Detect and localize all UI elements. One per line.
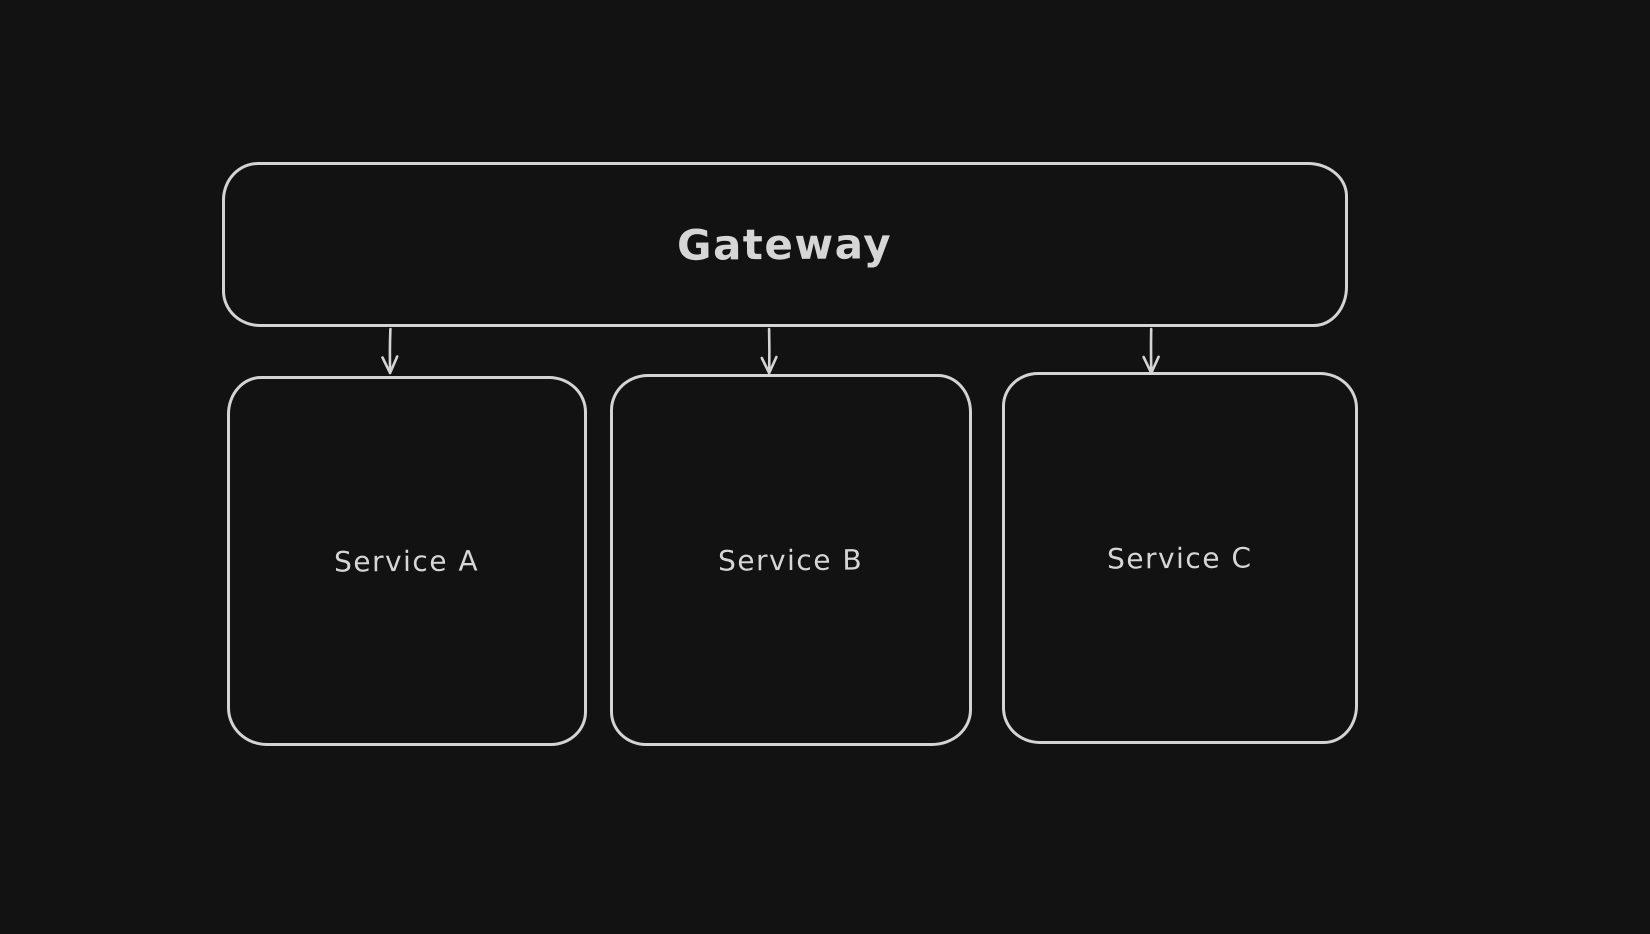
arrow-head xyxy=(760,355,778,375)
node-gateway-label: Gateway xyxy=(677,219,893,270)
node-service-a-label: Service A xyxy=(334,543,480,579)
arrow-gateway-to-service-c[interactable] xyxy=(1138,327,1164,377)
node-service-b[interactable]: Service B xyxy=(610,374,972,746)
node-service-a[interactable]: Service A xyxy=(227,376,587,746)
arrow-gateway-to-service-a[interactable] xyxy=(377,327,403,377)
node-gateway[interactable]: Gateway xyxy=(222,162,1348,327)
arrow-head xyxy=(381,355,399,375)
node-service-b-label: Service B xyxy=(718,542,864,578)
node-service-c-label: Service C xyxy=(1107,540,1253,576)
arrow-gateway-to-service-b[interactable] xyxy=(756,327,782,377)
node-service-c[interactable]: Service C xyxy=(1002,372,1358,744)
